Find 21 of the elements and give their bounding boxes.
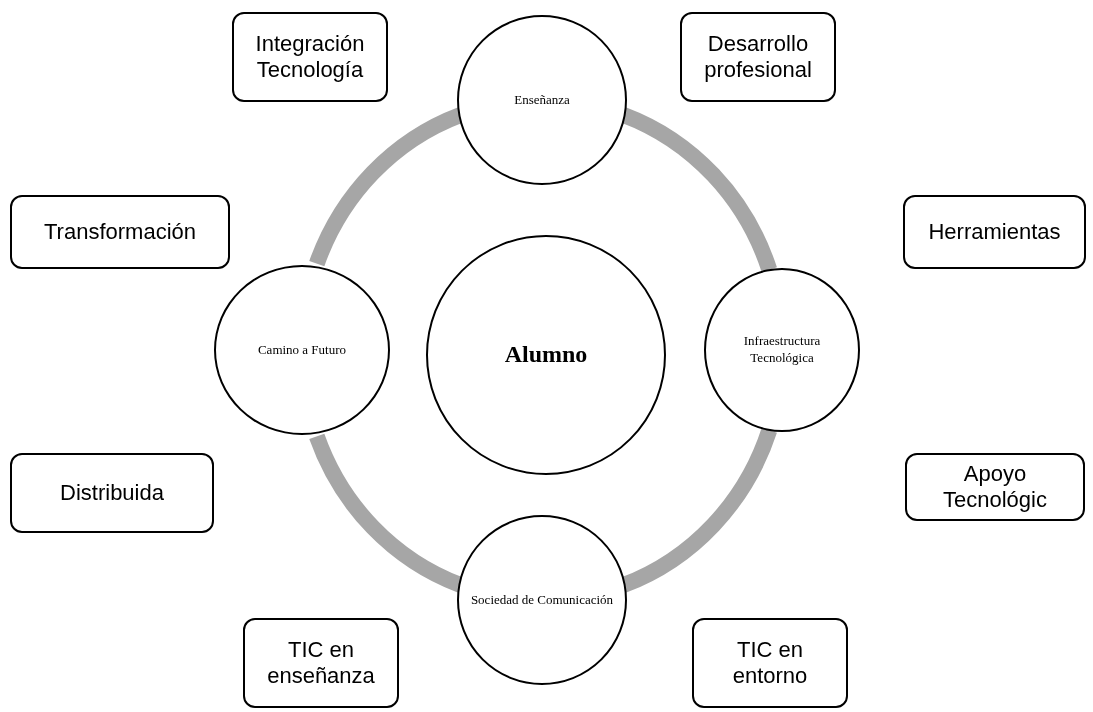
rounded-box: [680, 12, 836, 102]
box-label: TIC en entorno: [731, 636, 809, 690]
circle-label: Infraestructura Tecnológica: [742, 333, 822, 367]
box-label: Integración Tecnología: [254, 30, 366, 84]
circle-label: Camino a Futuro: [257, 341, 347, 359]
rounded-box: [692, 618, 848, 708]
rounded-box: [10, 195, 230, 269]
rounded-box: [232, 12, 388, 102]
box-label: Desarrollo profesional: [703, 30, 813, 84]
box-label: Herramientas: [928, 218, 1061, 246]
circle-label: Enseñanza: [514, 91, 570, 109]
rounded-box: [903, 195, 1086, 269]
rounded-box: [905, 453, 1085, 521]
box-label: Transformación: [44, 218, 196, 246]
box-label: TIC en enseñanza: [266, 636, 376, 690]
circle-label: Alumno: [504, 340, 588, 370]
box-label: Apoyo Tecnológic: [942, 460, 1048, 514]
circle-label: Sociedad de Comunicación: [470, 591, 614, 609]
box-label: Distribuida: [60, 479, 164, 507]
rounded-box: [10, 453, 214, 533]
rounded-box: [243, 618, 399, 708]
